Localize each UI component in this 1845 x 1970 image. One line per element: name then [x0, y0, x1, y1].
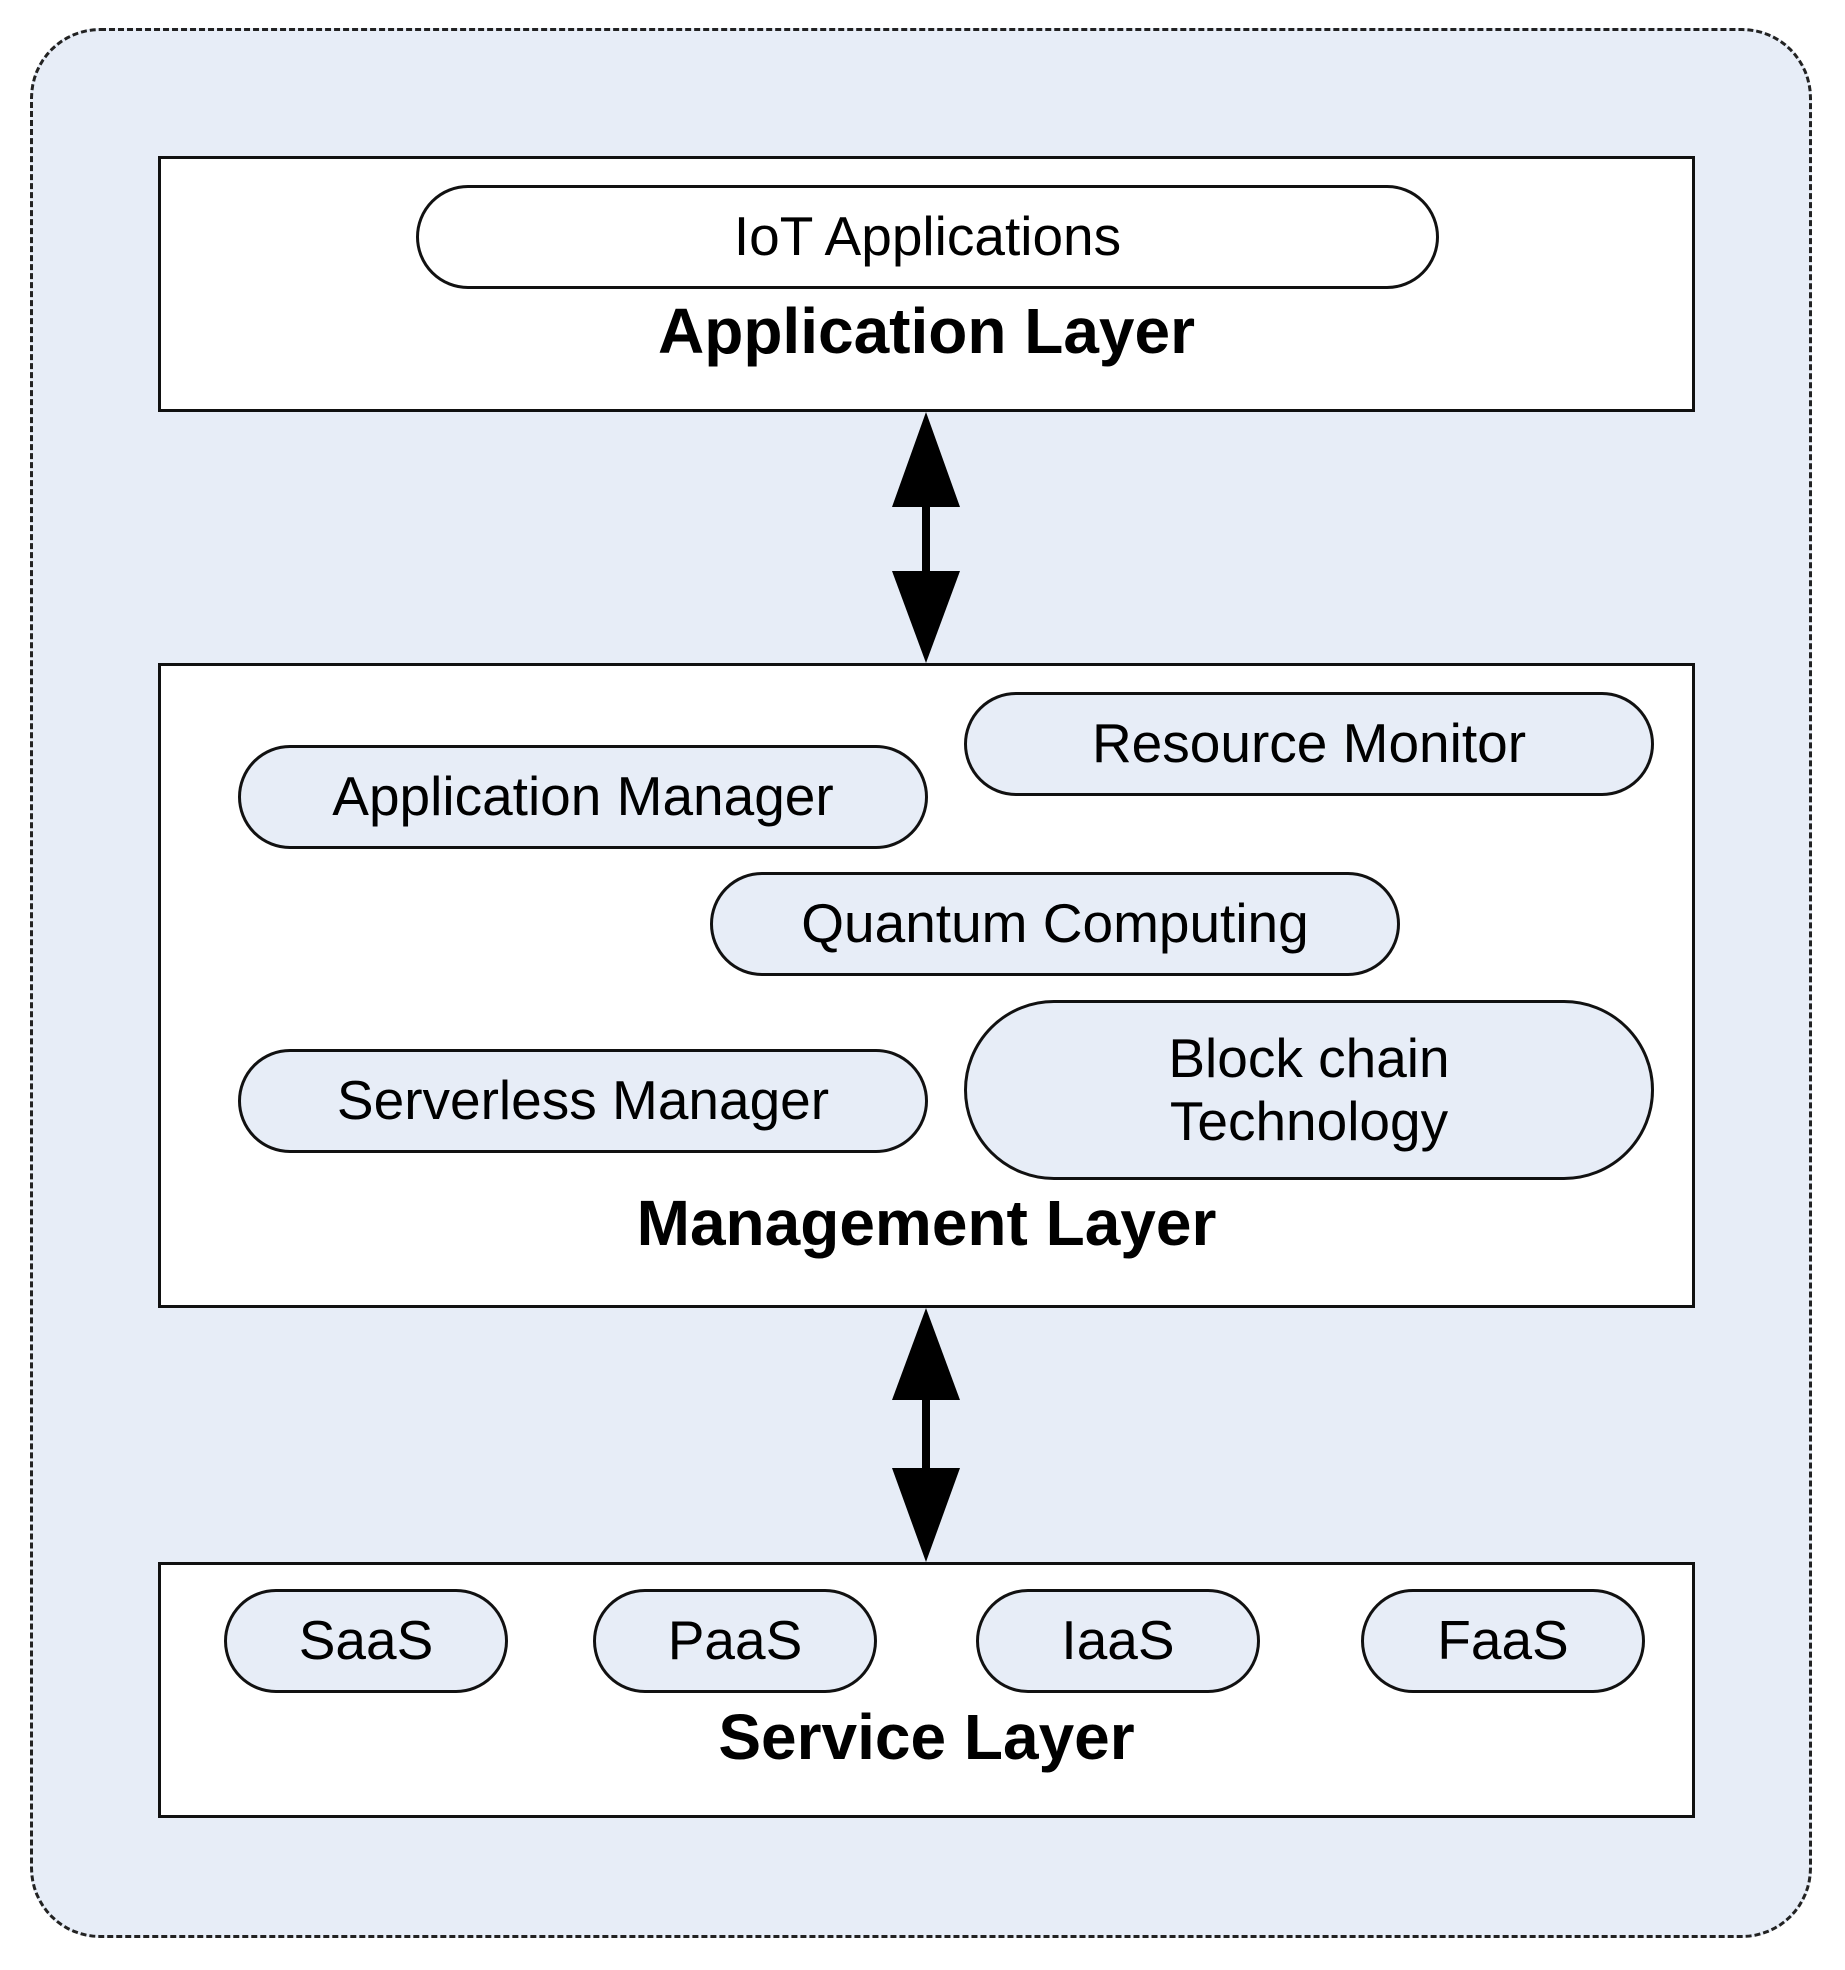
- iot-applications-pill: IoT Applications: [416, 185, 1439, 289]
- blockchain-technology-label: Block chain Technology: [1168, 1026, 1450, 1152]
- application-manager-label: Application Manager: [332, 765, 834, 828]
- faas-label: FaaS: [1437, 1609, 1569, 1672]
- iot-applications-label: IoT Applications: [733, 205, 1122, 268]
- saas-pill: SaaS: [224, 1589, 508, 1693]
- iaas-label: IaaS: [1061, 1609, 1175, 1672]
- serverless-manager-label: Serverless Manager: [336, 1069, 830, 1132]
- application-layer-title: Application Layer: [658, 295, 1195, 367]
- iaas-pill: IaaS: [976, 1589, 1260, 1693]
- service-layer-box: SaaS PaaS IaaS FaaS Service Layer: [158, 1562, 1695, 1818]
- service-layer-title: Service Layer: [718, 1701, 1135, 1773]
- paas-pill: PaaS: [593, 1589, 877, 1693]
- quantum-computing-pill: Quantum Computing: [710, 872, 1400, 976]
- blockchain-technology-pill: Block chain Technology: [964, 1000, 1654, 1180]
- faas-pill: FaaS: [1361, 1589, 1645, 1693]
- resource-monitor-label: Resource Monitor: [1091, 712, 1527, 775]
- application-manager-pill: Application Manager: [238, 745, 928, 849]
- application-layer-box: IoT Applications Application Layer: [158, 156, 1695, 412]
- saas-label: SaaS: [298, 1609, 434, 1672]
- resource-monitor-pill: Resource Monitor: [964, 692, 1654, 796]
- management-layer-title: Management Layer: [636, 1187, 1217, 1259]
- serverless-manager-pill: Serverless Manager: [238, 1049, 928, 1153]
- paas-label: PaaS: [667, 1609, 803, 1672]
- quantum-computing-label: Quantum Computing: [801, 892, 1309, 955]
- management-layer-box: Resource Monitor Application Manager Qua…: [158, 663, 1695, 1308]
